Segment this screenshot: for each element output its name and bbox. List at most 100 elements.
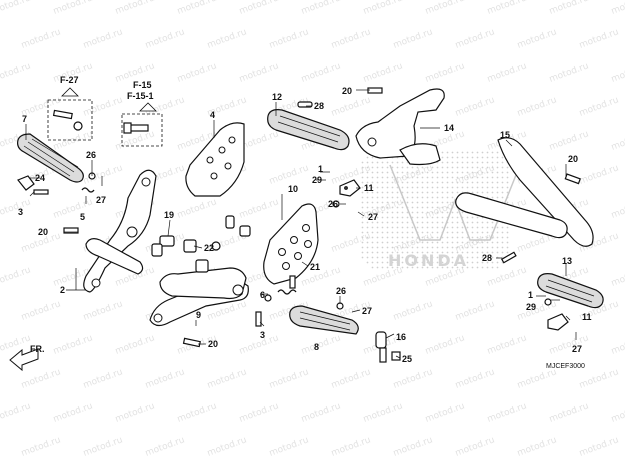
- watermark-text: motod.ru: [392, 367, 434, 391]
- watermark-text: motod.ru: [454, 95, 496, 119]
- reference-label-f27: F-27: [60, 75, 79, 85]
- watermark-text: motod.ru: [114, 0, 156, 17]
- watermark-text: motod.ru: [206, 435, 248, 459]
- watermark-text: motod.ru: [548, 401, 590, 425]
- callout-1: 1: [528, 290, 533, 300]
- bolt-f27: [52, 109, 83, 131]
- callout-1: 1: [318, 164, 323, 174]
- callout-26: 26: [328, 199, 338, 209]
- watermark-text: motod.ru: [238, 0, 280, 17]
- callout-21: 21: [310, 262, 320, 272]
- reference-arrow-icon: [139, 102, 157, 112]
- callout-29: 29: [526, 302, 536, 312]
- watermark-text: motod.ru: [52, 0, 94, 17]
- watermark-text: motod.ru: [300, 333, 342, 357]
- watermark-text: motod.ru: [330, 27, 372, 51]
- watermark-text: motod.ru: [206, 367, 248, 391]
- watermark-text: motod.ru: [516, 95, 558, 119]
- part-21-screw: [289, 275, 296, 289]
- reference-f15: F-15 F-15-1: [121, 80, 163, 147]
- part-22-collar: [183, 239, 209, 273]
- watermark-text: motod.ru: [362, 61, 404, 85]
- reference-label-f15-1: F-15-1: [127, 91, 154, 101]
- callout-20: 20: [38, 227, 48, 237]
- part-2-step-bracket: [83, 169, 157, 293]
- watermark-text: motod.ru: [114, 401, 156, 425]
- watermark-text: motod.ru: [486, 61, 528, 85]
- callout-25: 25: [402, 354, 412, 364]
- callout-5: 5: [80, 212, 85, 222]
- part-8-footpeg: [289, 305, 359, 335]
- watermark-text: motod.ru: [548, 333, 590, 357]
- watermark-text: motod.ru: [454, 299, 496, 323]
- part-13-passenger-footpeg: [537, 273, 604, 309]
- watermark-text: motod.ru: [238, 61, 280, 85]
- callout-16: 16: [396, 332, 406, 342]
- watermark-text: motod.ru: [144, 367, 186, 391]
- part-7-footpeg: [17, 133, 84, 183]
- part-19-collar: [151, 235, 175, 257]
- watermark-text: motod.ru: [330, 435, 372, 459]
- watermark-text: motod.ru: [610, 197, 625, 221]
- watermark-text: motod.ru: [0, 0, 32, 17]
- watermark-text: motod.ru: [82, 163, 124, 187]
- callout-27: 27: [572, 344, 582, 354]
- honda-wordmark: HONDA: [388, 251, 469, 270]
- watermark-text: motod.ru: [82, 435, 124, 459]
- watermark-text: motod.ru: [578, 435, 620, 459]
- watermark-text: motod.ru: [268, 367, 310, 391]
- callout-3: 3: [18, 207, 23, 217]
- watermark-text: motod.ru: [0, 61, 32, 85]
- reference-box-f27: [47, 99, 93, 141]
- watermark-text: motod.ru: [20, 27, 62, 51]
- callout-6: 6: [260, 290, 265, 300]
- callout-7: 7: [22, 114, 27, 124]
- watermark-text: motod.ru: [516, 27, 558, 51]
- watermark-text: motod.ru: [300, 401, 342, 425]
- reference-f27: F-27: [47, 75, 93, 141]
- watermark-text: motod.ru: [330, 95, 372, 119]
- watermark-text: motod.ru: [392, 27, 434, 51]
- watermark-text: motod.ru: [238, 401, 280, 425]
- callout-22: 22: [204, 243, 214, 253]
- watermark-text: motod.ru: [82, 367, 124, 391]
- callout-19: 19: [164, 210, 174, 220]
- callout-26: 26: [336, 286, 346, 296]
- callout-27: 27: [368, 212, 378, 222]
- watermark-text: motod.ru: [268, 27, 310, 51]
- watermark-text: motod.ru: [578, 163, 620, 187]
- watermark-text: motod.ru: [548, 129, 590, 153]
- front-direction-arrow: FR.: [9, 344, 45, 372]
- part-washers-center: [225, 215, 251, 237]
- watermark-text: motod.ru: [454, 27, 496, 51]
- reference-box-f15: [121, 113, 163, 147]
- watermark-text: motod.ru: [52, 197, 94, 221]
- callout-12: 12: [272, 92, 282, 102]
- watermark-text: motod.ru: [144, 435, 186, 459]
- callout-26: 26: [86, 150, 96, 160]
- honda-wing-outline: [389, 164, 521, 241]
- watermark-text: motod.ru: [114, 333, 156, 357]
- part-9-brake-pedal: [149, 267, 249, 327]
- part-14-passenger-bracket: [355, 88, 445, 166]
- watermark-text: motod.ru: [392, 435, 434, 459]
- watermark-text: motod.ru: [578, 27, 620, 51]
- watermark-text: motod.ru: [610, 265, 625, 289]
- watermark-text: motod.ru: [330, 367, 372, 391]
- watermark-text: motod.ru: [392, 299, 434, 323]
- watermark-text: motod.ru: [52, 333, 94, 357]
- part-5-spring: [81, 187, 95, 193]
- watermark-text: motod.ru: [114, 129, 156, 153]
- watermark-text: motod.ru: [176, 197, 218, 221]
- watermark-text: motod.ru: [82, 95, 124, 119]
- watermark-text: motod.ru: [486, 0, 528, 17]
- watermark-text: motod.ru: [578, 367, 620, 391]
- callout-14: 14: [444, 123, 454, 133]
- watermark-text: motod.ru: [548, 61, 590, 85]
- watermark-text: motod.ru: [206, 27, 248, 51]
- callout-27: 27: [96, 195, 106, 205]
- watermark-text: motod.ru: [82, 27, 124, 51]
- callouts: 7 24 3 26 27 5 20 2 19 22 4 12 28 20 14 …: [18, 86, 592, 364]
- watermark-text: motod.ru: [424, 61, 466, 85]
- callout-11: 11: [582, 312, 592, 322]
